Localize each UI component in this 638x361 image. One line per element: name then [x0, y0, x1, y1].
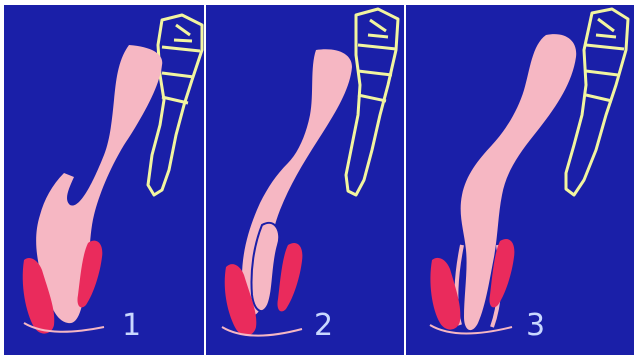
spine-outline: [148, 15, 202, 195]
stage-number-2: 2: [314, 311, 333, 341]
sphincter-right: [277, 243, 302, 311]
rectum-shape: [36, 45, 162, 323]
stage-number-1: 1: [122, 311, 141, 341]
spine-outline: [346, 9, 398, 195]
stage-1-panel: 1: [4, 5, 204, 355]
stage-1-illustration: [4, 5, 204, 355]
stage-number-3: 3: [526, 311, 545, 341]
copyright-mark: [618, 53, 628, 93]
stage-2-panel: 2: [206, 5, 404, 355]
stage-2-illustration: [206, 5, 404, 355]
stage-3-illustration: [406, 5, 634, 355]
rectum-shape: [461, 34, 577, 330]
anal-verge-line: [222, 327, 302, 336]
stage-3-panel: 3: [406, 5, 634, 355]
spine-outline: [566, 9, 628, 195]
sphincter-left: [430, 258, 460, 330]
